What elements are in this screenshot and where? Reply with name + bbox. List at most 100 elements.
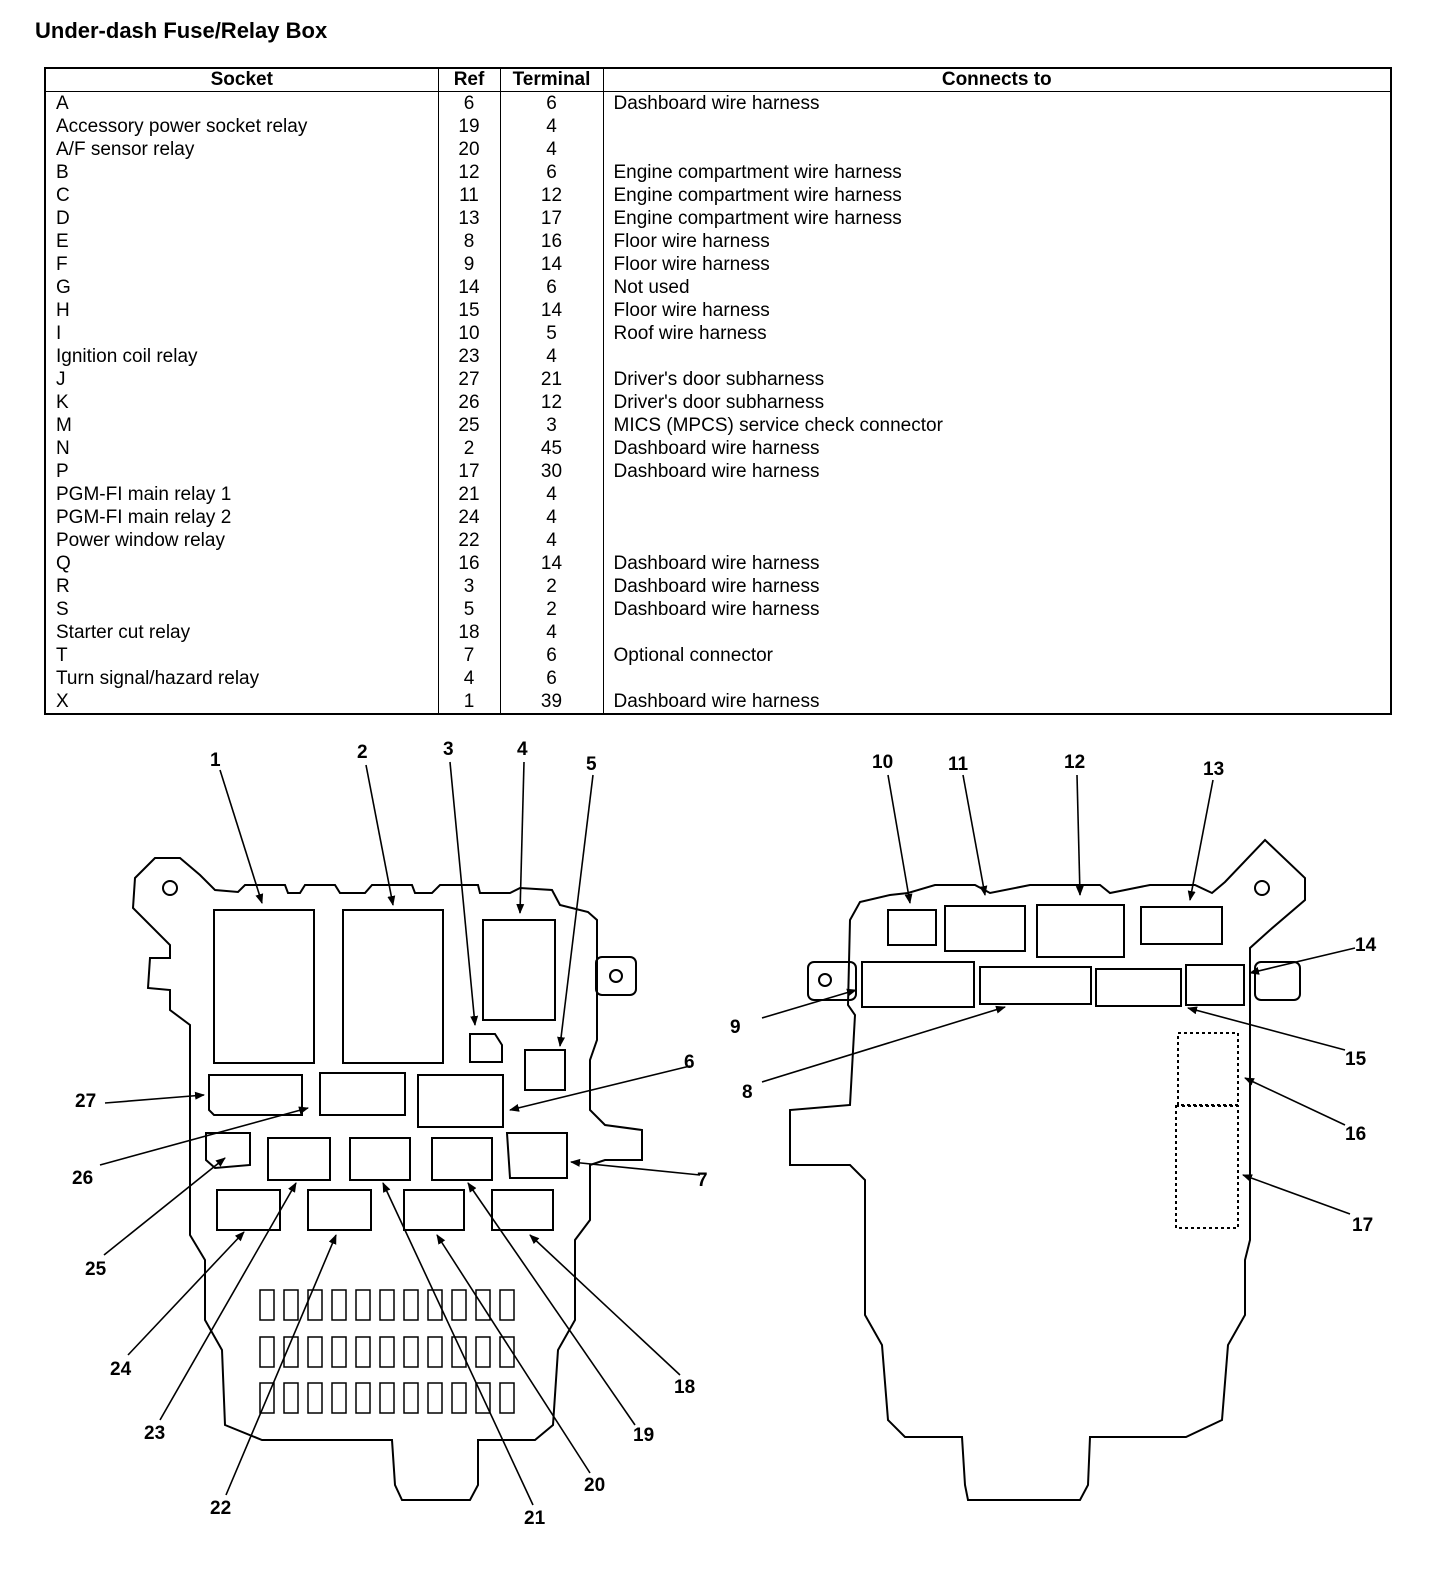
mini-fuse-slot xyxy=(499,1382,515,1414)
socket-cell: A/F sensor relay xyxy=(56,139,195,160)
terminal-cell: 21 xyxy=(499,368,603,391)
terminal-cell: 14 xyxy=(499,253,603,276)
terminal-cell: 3 xyxy=(499,414,603,437)
socket-cell: K xyxy=(56,392,69,413)
terminal-cell: 39 xyxy=(499,690,603,714)
mini-fuse-slot xyxy=(379,1289,395,1321)
socket-cell: B xyxy=(56,162,69,183)
callout-2: 2 xyxy=(357,742,368,763)
ref-cell: 14 xyxy=(437,276,500,299)
connects-to-cell: Optional connector xyxy=(602,644,1391,667)
connects-to-cell xyxy=(602,483,1391,506)
mini-fuse-slot xyxy=(355,1289,371,1321)
header-socket: Socket xyxy=(45,68,438,92)
callout-7: 7 xyxy=(697,1170,708,1191)
callout-11: 11 xyxy=(948,754,969,775)
connects-to-cell xyxy=(602,115,1391,138)
connects-to-cell xyxy=(602,506,1391,529)
mini-fuse-slot xyxy=(259,1289,275,1321)
ref-cell: 21 xyxy=(437,483,500,506)
ref-cell: 18 xyxy=(437,621,500,644)
connects-to-cell: Roof wire harness xyxy=(602,322,1391,345)
connects-to-cell: Floor wire harness xyxy=(602,230,1391,253)
connects-to-cell: Engine compartment wire harness xyxy=(602,161,1391,184)
leader-lines xyxy=(99,761,1356,1506)
callout-20: 20 xyxy=(584,1475,605,1496)
ref-cell: 27 xyxy=(437,368,500,391)
mini-fuse-slot xyxy=(427,1336,443,1368)
mini-fuse-slot xyxy=(451,1382,467,1414)
connects-to-cell: Dashboard wire harness xyxy=(602,690,1391,714)
socket-cell: Q xyxy=(56,553,71,574)
terminal-cell: 30 xyxy=(499,460,603,483)
ref-cell: 3 xyxy=(437,575,500,598)
connects-to-cell: Dashboard wire harness xyxy=(602,437,1391,460)
connects-to-cell: Driver's door subharness xyxy=(602,368,1391,391)
socket-cell: PGM-FI main relay 2 xyxy=(56,507,232,528)
terminal-cell: 4 xyxy=(499,506,603,529)
callout-21: 21 xyxy=(524,1508,546,1529)
mini-fuse-slot xyxy=(451,1289,467,1321)
terminal-cell: 14 xyxy=(499,552,603,575)
callout-24: 24 xyxy=(110,1359,132,1380)
mini-fuse-slot xyxy=(379,1336,395,1368)
mini-fuse-slot xyxy=(331,1289,347,1321)
socket-cell: Ignition coil relay xyxy=(56,346,198,367)
left-box-outline xyxy=(131,857,643,1501)
terminal-cell: 5 xyxy=(499,322,603,345)
mini-fuse-slot xyxy=(475,1336,491,1368)
socket-cell: T xyxy=(56,645,68,666)
callout-6: 6 xyxy=(684,1052,695,1073)
ref-cell: 22 xyxy=(437,529,500,552)
callout-13: 13 xyxy=(1203,759,1224,780)
ref-cell: 8 xyxy=(437,230,500,253)
mini-fuse-slot xyxy=(475,1382,491,1414)
ref-cell: 1 xyxy=(437,690,500,714)
ref-cell: 4 xyxy=(437,667,500,690)
socket-cell: H xyxy=(56,300,70,321)
ref-cell: 10 xyxy=(437,322,500,345)
socket-cell: X xyxy=(56,691,69,712)
socket-cell: Power window relay xyxy=(56,530,225,551)
callout-19: 19 xyxy=(633,1425,654,1446)
connects-to-cell: Dashboard wire harness xyxy=(602,91,1391,115)
connects-to-cell: Dashboard wire harness xyxy=(602,460,1391,483)
socket-cell: N xyxy=(56,438,70,459)
terminal-cell: 16 xyxy=(499,230,603,253)
terminal-cell: 4 xyxy=(499,345,603,368)
ref-cell: 12 xyxy=(437,161,500,184)
left-fuse-box-view xyxy=(131,857,643,1501)
terminal-cell: 6 xyxy=(499,667,603,690)
mini-fuse-slot xyxy=(427,1382,443,1414)
mini-fuse-slot xyxy=(451,1336,467,1368)
callout-10: 10 xyxy=(872,752,893,773)
socket-cell: Accessory power socket relay xyxy=(56,116,308,137)
header-terminal: Terminal xyxy=(499,68,603,92)
ref-cell: 20 xyxy=(437,138,500,161)
ref-cell: 6 xyxy=(437,91,500,115)
callout-1: 1 xyxy=(210,750,221,771)
ref-cell: 24 xyxy=(437,506,500,529)
terminal-cell: 4 xyxy=(499,138,603,161)
callout-27: 27 xyxy=(75,1091,96,1112)
mini-fuse-slot xyxy=(307,1336,323,1368)
callout-16: 16 xyxy=(1345,1124,1366,1145)
socket-cell: D xyxy=(56,208,70,229)
connects-to-cell: Dashboard wire harness xyxy=(602,575,1391,598)
callout-12: 12 xyxy=(1064,752,1085,773)
callout-14: 14 xyxy=(1355,935,1377,956)
terminal-cell: 45 xyxy=(499,437,603,460)
connects-to-cell: Not used xyxy=(602,276,1391,299)
callout-9: 9 xyxy=(730,1017,741,1038)
ref-cell: 15 xyxy=(437,299,500,322)
